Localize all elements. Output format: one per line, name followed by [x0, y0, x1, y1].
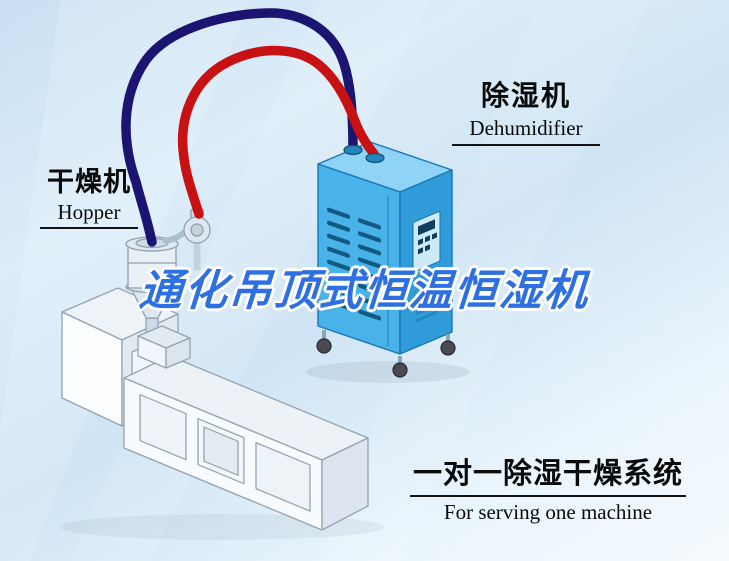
hose-ports: [343, 144, 385, 164]
watermark-title: 通化吊顶式恒温恒湿机: [137, 267, 591, 315]
extruder-illustration: [61, 287, 369, 531]
system-caption-en: For serving one machine: [443, 500, 653, 524]
dehumidifier-label-cn: 除湿机: [480, 80, 571, 111]
system-caption-cn: 一对一除湿干燥系统: [412, 458, 683, 490]
dehumidifier-label-en: Dehumidifier: [469, 116, 583, 140]
dehumidifier-label: 除湿机 Dehumidifier: [452, 74, 600, 146]
front-panels: [139, 393, 311, 512]
system-caption: 一对一除湿干燥系统 For serving one machine: [410, 450, 686, 525]
hopper-label-en: Hopper: [57, 200, 121, 224]
caster-wheels: [316, 330, 456, 378]
navy-hose: [121, 8, 358, 247]
control-panel: [412, 211, 441, 323]
hopper-label: 干燥机 Hopper: [40, 160, 138, 229]
hoses: [121, 8, 379, 247]
hopper-label-underline: [40, 227, 138, 229]
hopper-label-cn: 干燥机: [47, 167, 131, 197]
vent-grid: [327, 195, 389, 347]
dehumidifier-label-underline: [452, 144, 600, 146]
red-hose: [177, 45, 379, 219]
system-caption-underline: [410, 495, 686, 497]
